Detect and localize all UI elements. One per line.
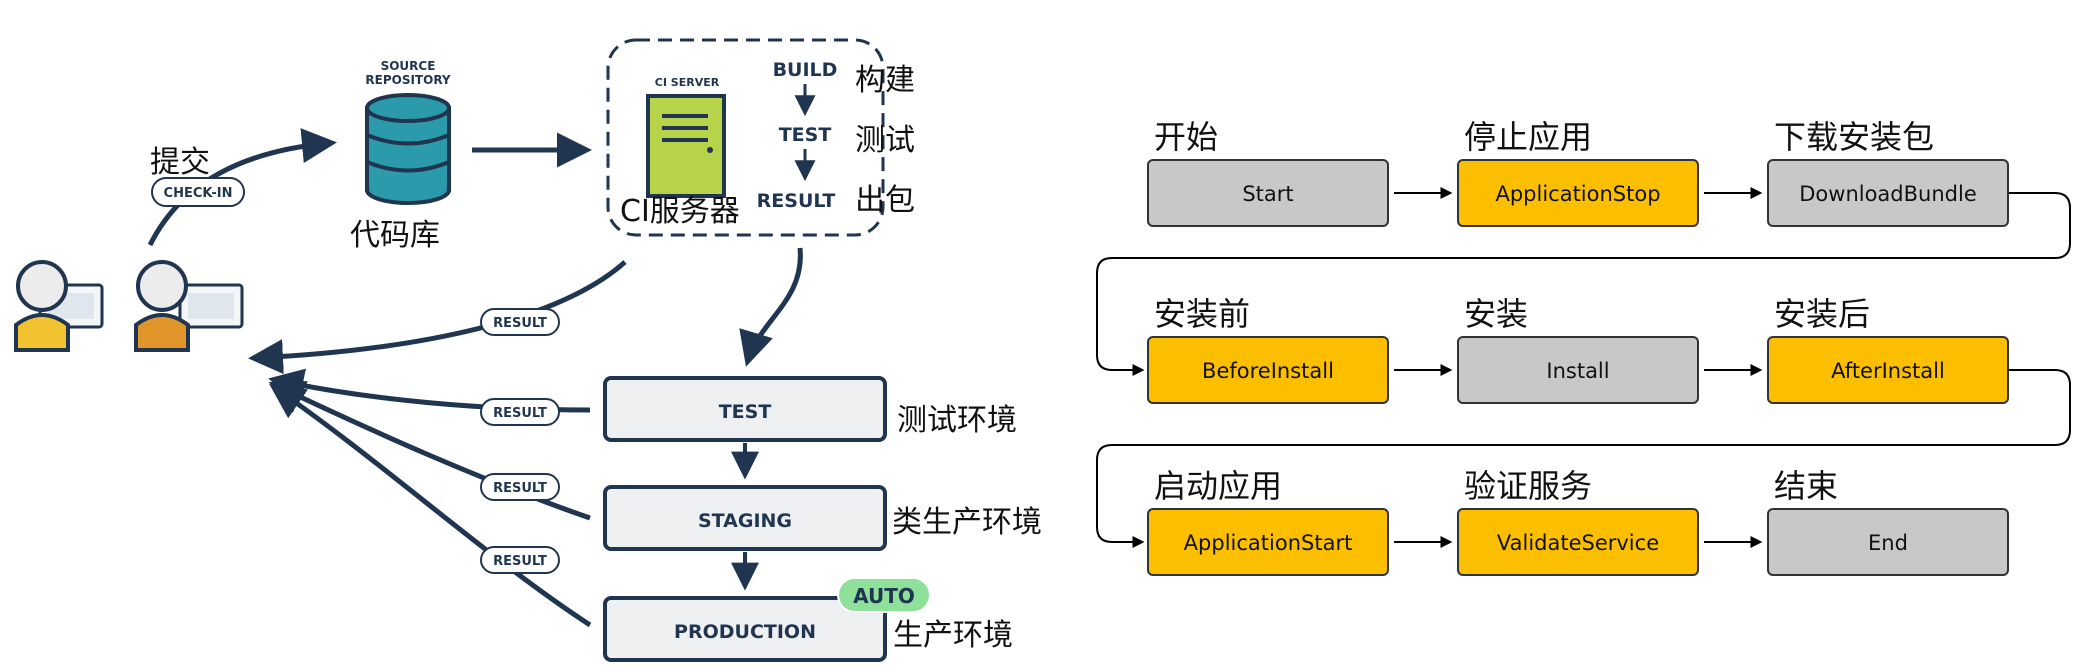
- lifecycle-node-cn-label: 下载安装包: [1774, 118, 1934, 156]
- lifecycle-node: 停止应用 ApplicationStop: [1457, 118, 1699, 227]
- ci-server-title: CI SERVER: [655, 76, 720, 89]
- result-step-name: RESULT: [757, 190, 836, 212]
- lifecycle-node-box: [1457, 159, 1699, 227]
- lifecycle-node-box: [1767, 159, 2009, 227]
- lifecycle-node-en-label: BeforeInstall: [1202, 359, 1334, 383]
- lifecycle-node: 安装前 BeforeInstall: [1147, 295, 1389, 404]
- repo-title-line1: SOURCE: [381, 59, 436, 73]
- lifecycle-node-en-label: End: [1868, 531, 1908, 555]
- row2-to-row3-connector: [1096, 369, 2071, 548]
- commit-label: 提交: [150, 145, 210, 180]
- env-staging-label: 类生产环境: [892, 505, 1042, 540]
- lifecycle-node-cn-label: 安装: [1464, 295, 1528, 333]
- lifecycle-node-box: [1767, 508, 2009, 576]
- lifecycle-node: 开始 Start: [1147, 118, 1389, 227]
- deployment-lifecycle-diagram: 开始 Start 停止应用 ApplicationStop 下载安装包 DownloadB…: [1096, 118, 2071, 576]
- lifecycle-node-box: [1457, 336, 1699, 404]
- ci-to-test-arrow: [739, 247, 803, 367]
- developer-1-icon: [14, 260, 104, 352]
- result-tag-text: RESULT: [493, 406, 547, 421]
- lifecycle-node: 启动应用 ApplicationStart: [1147, 467, 1389, 576]
- staging-result-arrow: [268, 381, 591, 521]
- server-icon: [646, 94, 726, 198]
- env-test-name: TEST: [719, 401, 772, 423]
- lifecycle-node-cn-label: 开始: [1154, 118, 1218, 156]
- lifecycle-node-cn-label: 验证服务: [1464, 467, 1592, 505]
- lifecycle-node-en-label: DownloadBundle: [1799, 182, 1977, 206]
- lifecycle-node-cn-label: 安装后: [1774, 295, 1870, 333]
- lifecycle-node-box: [1147, 336, 1389, 404]
- lifecycle-node-en-label: Install: [1546, 359, 1609, 383]
- lifecycle-node-en-label: ValidateService: [1497, 531, 1659, 555]
- lifecycle-node: 安装后 AfterInstall: [1767, 295, 2009, 404]
- lifecycle-nodes: 开始 Start 停止应用 ApplicationStop 下载安装包 DownloadB…: [1147, 118, 2009, 576]
- env-production-name: PRODUCTION: [674, 621, 816, 643]
- result-step-label: 出包: [855, 183, 915, 218]
- result-tag-text: RESULT: [493, 481, 547, 496]
- lifecycle-node-box: [1147, 508, 1389, 576]
- checkin-tag: CHECK-IN: [151, 177, 245, 207]
- ci-server-label: CI服务器: [620, 194, 740, 229]
- test-step-label: 测试: [855, 123, 915, 158]
- env-production-box: [603, 596, 887, 662]
- lifecycle-node-cn-label: 结束: [1774, 467, 1838, 505]
- repo-title-line2: REPOSITORY: [365, 73, 451, 87]
- result-tag: RESULT: [480, 546, 560, 574]
- lifecycle-node-cn-label: 停止应用: [1464, 118, 1592, 156]
- build-step-label: 构建: [855, 63, 915, 98]
- lifecycle-node: 安装 Install: [1457, 295, 1699, 404]
- env-test-box: [603, 376, 887, 442]
- repo-label: 代码库: [350, 218, 440, 253]
- auto-badge: AUTO: [837, 577, 931, 613]
- lifecycle-node-en-label: AfterInstall: [1831, 359, 1945, 383]
- lifecycle-node-en-label: ApplicationStop: [1495, 182, 1660, 206]
- ci-pipeline-diagram: CHECK-IN 提交 SOURCE REPOSITORY 代码库 CI SER…: [14, 38, 1042, 662]
- result-tag-text: RESULT: [493, 316, 547, 331]
- result-tag-text: RESULT: [493, 554, 547, 569]
- lifecycle-node: 结束 End: [1767, 467, 2009, 576]
- lifecycle-node-en-label: ApplicationStart: [1184, 531, 1353, 555]
- env-staging-box: [603, 485, 887, 551]
- database-icon: [365, 93, 451, 205]
- lifecycle-node: 下载安装包 DownloadBundle: [1767, 118, 2009, 227]
- production-result-arrow: [269, 384, 592, 628]
- lifecycle-node-box: [1147, 159, 1389, 227]
- result-tag: RESULT: [480, 308, 560, 336]
- developer-2-icon: [134, 260, 244, 352]
- commit-arrow: [147, 128, 337, 247]
- env-test-label: 测试环境: [897, 403, 1017, 438]
- lifecycle-node-box: [1457, 508, 1699, 576]
- env-staging-name: STAGING: [698, 510, 792, 532]
- lifecycle-node-box: [1767, 336, 2009, 404]
- build-step-name: BUILD: [773, 59, 838, 81]
- ci-server-box: [606, 38, 885, 237]
- ci-result-arrow: [248, 260, 627, 375]
- lifecycle-node-cn-label: 安装前: [1154, 295, 1250, 333]
- lifecycle-node: 验证服务 ValidateService: [1457, 467, 1699, 576]
- lifecycle-node-cn-label: 启动应用: [1154, 467, 1282, 505]
- result-tag: RESULT: [480, 398, 560, 426]
- lifecycle-node-en-label: Start: [1242, 182, 1293, 206]
- test-step-name: TEST: [779, 124, 832, 146]
- result-tag: RESULT: [480, 473, 560, 501]
- auto-badge-text: AUTO: [853, 584, 915, 608]
- checkin-tag-text: CHECK-IN: [164, 186, 233, 201]
- row1-to-row2-connector: [1096, 192, 2071, 376]
- env-production-label: 生产环境: [893, 618, 1013, 653]
